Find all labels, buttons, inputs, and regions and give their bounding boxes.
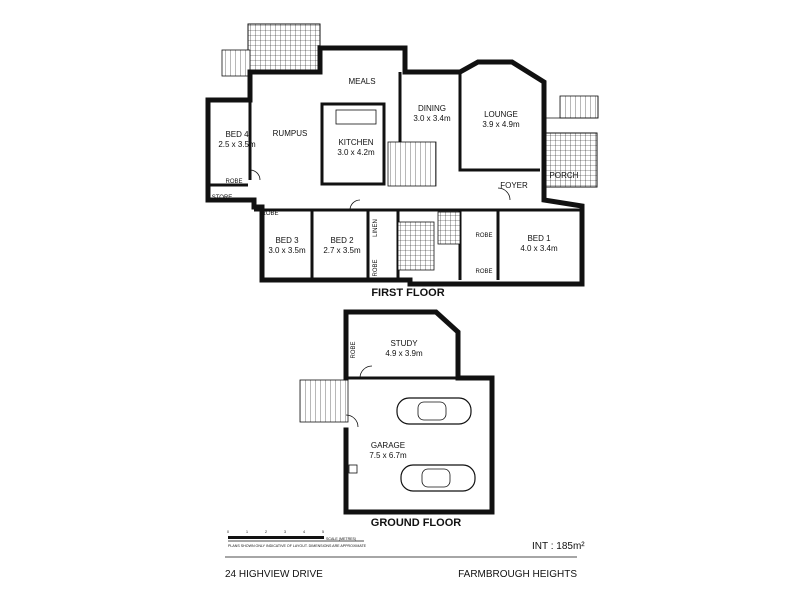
scale-tick-4: 4 [303, 530, 305, 534]
study-robe-label: ROBE [351, 341, 357, 358]
ground-floor-plan [299, 309, 495, 515]
scale-tick-0: 0 [227, 530, 229, 534]
door-swing-icon [497, 187, 511, 201]
internal-stair-icon [387, 141, 437, 187]
room-lounge-size: 3.9 x 4.9m [482, 120, 520, 129]
car-icon [396, 397, 472, 425]
first-floor-plan [205, 23, 599, 287]
balcony-deck [247, 23, 321, 73]
first-floor-title: FIRST FLOOR [371, 287, 444, 299]
ensuite-tiles [437, 211, 461, 245]
first-floor-labels: MEALS RUMPUS DINING 3.0 x 3.4m LOUNGE 3.… [212, 77, 579, 299]
address-text: 24 HIGHVIEW DRIVE [225, 569, 323, 580]
room-bed2-name: BED 2 [330, 236, 354, 245]
bed4-robe-label: ROBE [225, 179, 242, 185]
room-lounge-name: LOUNGE [484, 110, 518, 119]
bed2-robe-label: ROBE [373, 259, 379, 276]
kitchen-bench [320, 102, 386, 186]
deck-stair-icon [221, 49, 251, 77]
porch-deck [544, 132, 598, 188]
bed1-robe-label: ROBE [475, 233, 492, 239]
room-garage-name: GARAGE [371, 441, 405, 450]
door-swing-icon [345, 414, 359, 428]
room-kitchen-size: 3.0 x 4.2m [337, 148, 375, 157]
room-bed1-size: 4.0 x 3.4m [520, 244, 558, 253]
room-meals-name: MEALS [348, 77, 375, 86]
room-bed2-size: 2.7 x 3.5m [323, 246, 361, 255]
room-study-size: 4.9 x 3.9m [385, 349, 423, 358]
room-dining-name: DINING [418, 104, 446, 113]
porch-label: PORCH [550, 171, 579, 180]
room-bed4-name: BED 4 [225, 130, 249, 139]
ground-floor-title: GROUND FLOOR [371, 517, 461, 529]
room-bed1-name: BED 1 [527, 234, 551, 243]
scale-tick-1: 1 [246, 530, 248, 534]
room-garage-size: 7.5 x 6.7m [369, 451, 407, 460]
door-swing-icon [349, 199, 361, 211]
room-bed3-size: 3.0 x 3.5m [268, 246, 306, 255]
ground-floor-labels: STUDY 4.9 x 3.9m ROBE GARAGE 7.5 x 6.7m … [351, 339, 461, 529]
car-icon [400, 464, 476, 492]
scale-tick-3: 3 [284, 530, 286, 534]
suburb-text: FARMBROUGH HEIGHTS [458, 569, 577, 580]
bathroom-tiles [397, 221, 435, 271]
bed3-robe-label: ROBE [261, 211, 278, 217]
bed1-robe2-label: ROBE [475, 269, 492, 275]
scale-tick-2: 2 [265, 530, 267, 534]
linen-label: LINEN [373, 219, 379, 237]
kitchen-island [335, 109, 377, 125]
scale-tick-5: 5 [322, 530, 324, 534]
ground-stair-icon [299, 379, 349, 423]
garage-fixture [348, 464, 358, 474]
room-bed3-name: BED 3 [275, 236, 299, 245]
first-floor-outer-wall [205, 45, 585, 287]
foyer-label: FOYER [500, 181, 528, 190]
porch-stair-icon [545, 95, 599, 119]
room-kitchen-name: KITCHEN [338, 138, 373, 147]
scale-label: SCALE (METRES) [326, 537, 356, 541]
scale-bar-fill [228, 536, 324, 539]
scale-disclaimer: PLANS SHOWN ONLY INDICATIVE OF LAYOUT. D… [228, 544, 367, 548]
room-rumpus-name: RUMPUS [273, 129, 308, 138]
store-label: STORE [212, 195, 233, 201]
door-swing-icon [249, 169, 261, 181]
dining-lounge-walls [398, 72, 540, 172]
door-swing-icon [359, 365, 373, 379]
internal-area: INT : 185m² [532, 541, 585, 552]
room-study-name: STUDY [390, 339, 418, 348]
room-dining-size: 3.0 x 3.4m [413, 114, 451, 123]
scale-bar: 0 1 2 3 4 5 SCALE (METRES) PLANS SHOWN O… [227, 530, 367, 548]
room-bed4-size: 2.5 x 3.5m [218, 140, 256, 149]
